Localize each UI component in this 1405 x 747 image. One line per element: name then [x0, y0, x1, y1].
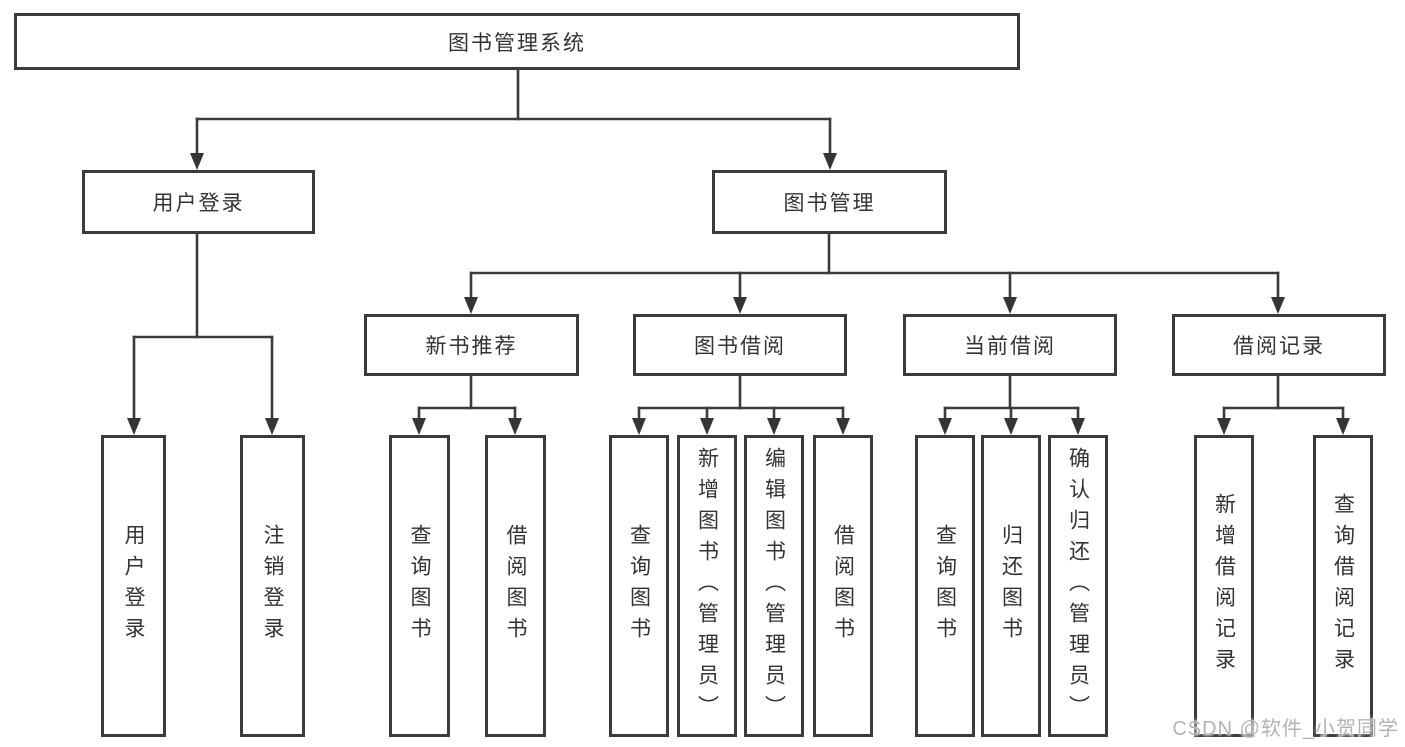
leaf-add-book-admin: 新增图书（管理员）	[677, 435, 737, 737]
arrowhead-icons	[127, 153, 1350, 435]
node-book-borrow-label: 图书借阅	[694, 335, 786, 358]
leaf-label: 借阅图书	[504, 524, 527, 648]
leaf-logout: 注销登录	[240, 435, 305, 737]
leaf-label: 确认归还（管理员）	[1066, 446, 1090, 726]
leaf-return-book: 归还图书	[981, 435, 1041, 737]
leaf-label: 查询图书	[933, 524, 957, 648]
leaf-borrow-book-2: 借阅图书	[813, 435, 873, 737]
node-current-borrow-label: 当前借阅	[964, 335, 1056, 358]
leaf-edit-book-admin: 编辑图书（管理员）	[744, 435, 804, 737]
node-user-login: 用户登录	[82, 170, 315, 234]
node-book-management: 图书管理	[712, 170, 947, 234]
node-book-borrow: 图书借阅	[633, 314, 847, 376]
node-book-management-label: 图书管理	[783, 192, 876, 215]
node-root-label: 图书管理系统	[448, 31, 586, 55]
leaf-label: 注销登录	[261, 524, 284, 648]
leaf-user-login: 用户登录	[101, 435, 166, 737]
leaf-add-borrow-record: 新增借阅记录	[1194, 435, 1254, 737]
leaf-query-book-3: 查询图书	[915, 435, 975, 737]
leaf-confirm-return-admin: 确认归还（管理员）	[1048, 435, 1108, 737]
leaf-label: 归还图书	[999, 524, 1023, 648]
node-borrow-record: 借阅记录	[1172, 314, 1386, 376]
leaf-label: 查询借阅记录	[1331, 493, 1355, 679]
leaf-label: 新增借阅记录	[1212, 493, 1236, 679]
node-current-borrow: 当前借阅	[903, 314, 1117, 376]
leaf-query-borrow-record: 查询借阅记录	[1313, 435, 1373, 737]
leaf-label: 查询图书	[408, 524, 431, 648]
leaf-query-book-1: 查询图书	[389, 435, 450, 737]
node-borrow-record-label: 借阅记录	[1233, 335, 1325, 358]
leaf-query-book-2: 查询图书	[609, 435, 669, 737]
leaf-label: 借阅图书	[831, 524, 855, 648]
leaf-label: 编辑图书（管理员）	[762, 446, 786, 726]
node-new-book-recommend-label: 新书推荐	[425, 335, 518, 358]
leaf-borrow-book-1: 借阅图书	[485, 435, 546, 737]
csdn-watermark: CSDN @软件_小贺同学	[1172, 718, 1399, 740]
node-user-login-label: 用户登录	[152, 192, 245, 215]
leaf-label: 用户登录	[122, 524, 145, 648]
leaf-label: 新增图书（管理员）	[695, 446, 719, 726]
leaf-label: 查询图书	[627, 524, 651, 648]
node-new-book-recommend: 新书推荐	[364, 314, 579, 376]
node-root: 图书管理系统	[14, 13, 1020, 70]
